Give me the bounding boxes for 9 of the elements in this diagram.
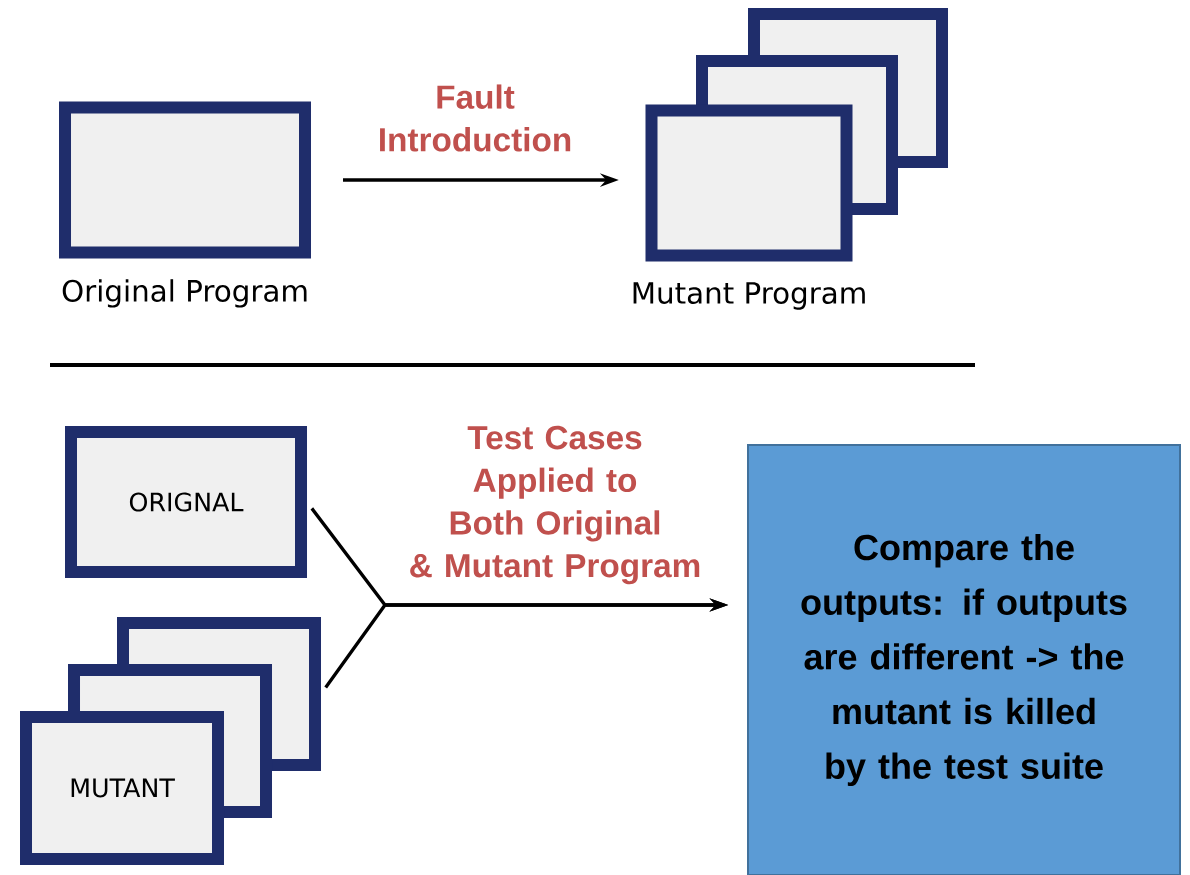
edge-label: Fault Introduction [380,84,571,152]
result-box: Compare the outputs: if outputs are different -> the mutant is killed by the test suite [747,444,1181,875]
node-label: Original Program [62,279,307,308]
node-label: Mutant Program [633,282,865,310]
program-box: ORIGNAL [65,426,307,578]
program-box: MUTANT [20,711,224,865]
program-box: Original Program [59,101,311,308]
edge-label: Test Cases Applied to Both Original & Mutant Program [410,425,700,585]
program-box: Mutant Program [633,104,865,310]
